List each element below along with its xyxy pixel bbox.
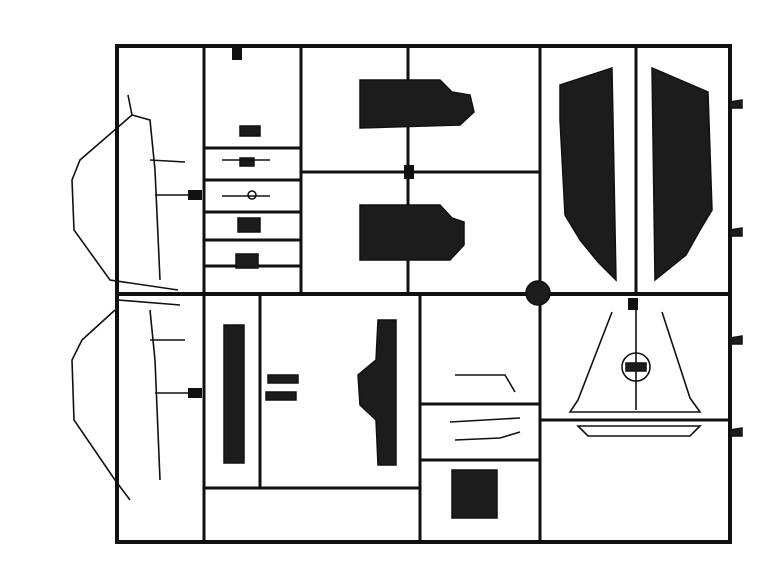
seat-upper	[359, 79, 475, 129]
steering-assembly	[568, 310, 702, 437]
engine-block	[449, 374, 521, 519]
seat-lower	[359, 204, 465, 261]
long-bar-left	[223, 324, 245, 464]
long-bar-right	[265, 319, 397, 466]
sprue-hub	[525, 280, 551, 306]
sprue-frame	[115, 44, 732, 544]
side-panel-right	[651, 66, 743, 437]
body-panel-upper	[71, 94, 190, 291]
small-parts-column	[222, 125, 270, 269]
body-panel-lower	[71, 299, 190, 501]
side-panel-left	[559, 66, 617, 282]
